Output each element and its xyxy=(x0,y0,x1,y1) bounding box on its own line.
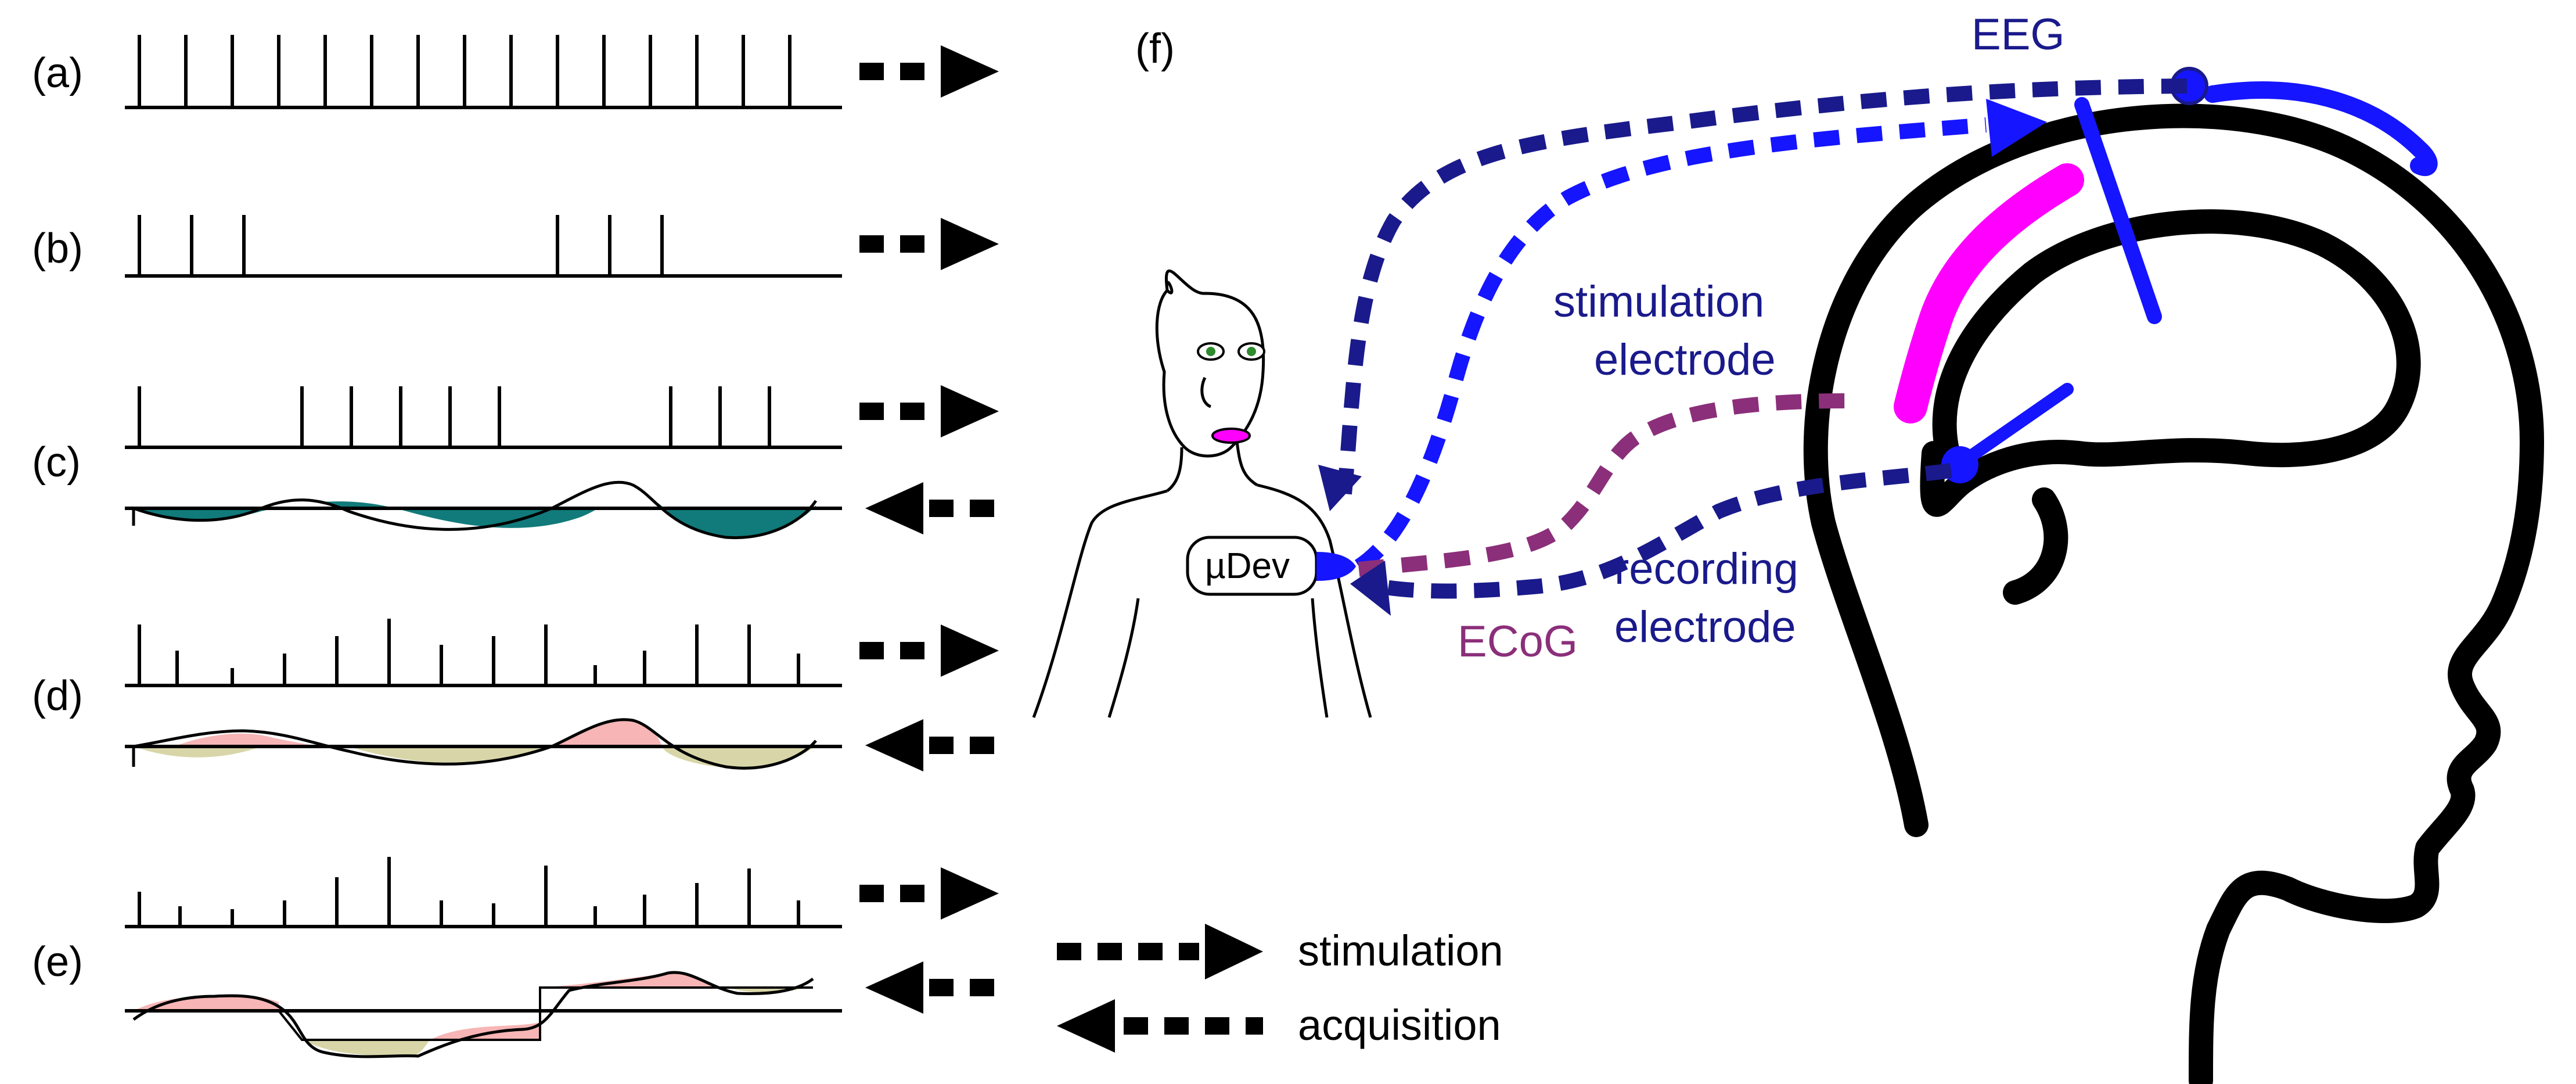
stimulation-electrode-label-line2: electrode xyxy=(1594,335,1776,385)
panel-b-stimulation-arrow xyxy=(859,218,999,270)
panel-a-pulses xyxy=(138,35,791,107)
panel-d-waveform-outline xyxy=(132,718,817,770)
panel-d-label: (d) xyxy=(32,673,83,719)
recording-electrode-label-line1: recording xyxy=(1614,544,1798,594)
panel-e-acquisition-arrow xyxy=(865,961,999,1014)
panel-a-stimulation-arrow xyxy=(859,45,999,98)
panel-b: (b) xyxy=(32,215,999,278)
torso-outline xyxy=(1032,483,1372,718)
legend-acquisition-arrow xyxy=(1057,999,1263,1053)
device-connector xyxy=(1316,552,1356,581)
recording-electrode-label-line2: electrode xyxy=(1614,602,1796,652)
right-eye xyxy=(1237,342,1265,361)
panel-c-stimulation-arrow xyxy=(859,385,999,437)
panel-d-acquisition-arrow xyxy=(865,719,999,771)
panel-d: (d) xyxy=(32,619,999,771)
head-silhouette xyxy=(1803,103,2544,1084)
human-figure xyxy=(1032,269,1372,718)
recording-connection-arrowhead xyxy=(1350,561,1391,616)
eeg-label: EEG xyxy=(1971,10,2065,59)
panel-c: (c) xyxy=(32,385,999,540)
panel-c-pulses xyxy=(138,386,771,447)
right-arm-line xyxy=(1311,598,1329,718)
legend: stimulation acquisition xyxy=(1057,924,1503,1053)
panel-e-pulses xyxy=(138,857,800,927)
ecog-strip xyxy=(1894,163,2084,423)
panel-e-waveform-outline xyxy=(132,971,814,1058)
nose xyxy=(1200,376,1212,408)
panel-d-waveform-negative xyxy=(134,746,816,769)
panel-c-waveform-fill xyxy=(134,490,816,538)
neck xyxy=(1166,441,1258,492)
legend-stimulation-arrow xyxy=(1057,924,1263,979)
eeg-connection-arrowhead xyxy=(1318,465,1362,511)
panel-e-label: (e) xyxy=(32,939,83,985)
panel-e-waveform-pink xyxy=(134,972,714,1040)
device-label: µDev xyxy=(1205,546,1290,586)
stimulation-connection-line xyxy=(1354,117,1987,573)
panel-e-waveform-khaki xyxy=(302,988,807,1057)
panel-f-label: (f) xyxy=(1135,26,1175,72)
panel-d-pulses xyxy=(138,619,800,685)
legend-acquisition-label: acquisition xyxy=(1298,1001,1501,1049)
panel-e-stimulation-arrow xyxy=(859,867,999,920)
recording-connection-line xyxy=(1380,463,1952,599)
recording-electrode-shaft xyxy=(1956,383,2074,468)
left-eye xyxy=(1197,342,1225,361)
panel-c-acquisition-arrow xyxy=(865,482,999,534)
panel-d-waveform-positive xyxy=(174,720,662,746)
stimulation-electrode-label-line1: stimulation xyxy=(1553,277,1764,326)
panel-e: (e) xyxy=(32,857,999,1058)
panel-a-label: (a) xyxy=(32,50,83,96)
brain-outline xyxy=(1920,209,2421,517)
panel-c-waveform-outline xyxy=(132,480,818,540)
left-arm-line xyxy=(1107,598,1140,718)
mouth xyxy=(1211,428,1251,444)
stimulation-electrode-shaft xyxy=(2074,97,2162,324)
eeg-scalp-electrode xyxy=(2204,81,2438,177)
panel-d-stimulation-arrow xyxy=(859,624,999,677)
brain-stem xyxy=(2003,487,2068,605)
implanted-device: µDev xyxy=(1186,536,1356,596)
head-outline-large xyxy=(1803,103,2544,1084)
stimulation-connection-arrowhead xyxy=(1986,99,2047,157)
panel-a: (a) xyxy=(32,35,999,109)
ecog-connection-line xyxy=(1358,393,1847,577)
panel-b-pulses xyxy=(138,215,664,276)
ecog-label: ECoG xyxy=(1458,617,1578,666)
eeg-connection-line xyxy=(1337,78,2190,495)
panel-c-label: (c) xyxy=(32,439,81,486)
head-outline xyxy=(1155,269,1265,458)
panel-c-waveform-positive xyxy=(244,483,662,508)
panel-b-label: (b) xyxy=(32,225,83,272)
legend-stimulation-label: stimulation xyxy=(1298,927,1503,975)
